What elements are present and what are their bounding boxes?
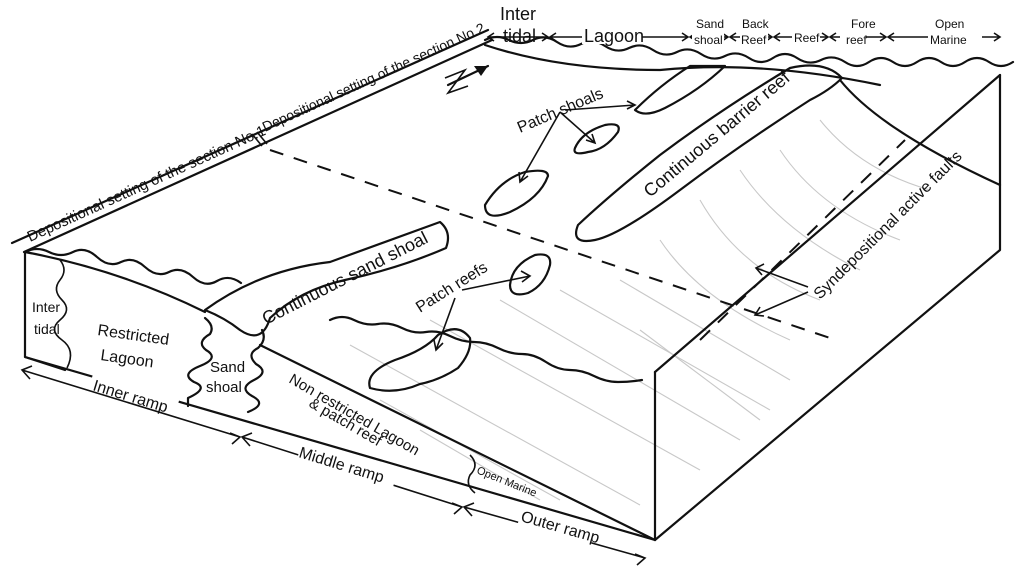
- continuous-barrier-reef-label: Continuous barrier reef: [640, 67, 795, 201]
- svg-text:Inter: Inter: [500, 4, 536, 24]
- zone-fore-reef: Fore reef: [840, 17, 876, 47]
- continuous-sand-shoal: [203, 220, 450, 337]
- patch-reef: [368, 328, 472, 392]
- top-zone-bar: Inter tidal Lagoon Sand shoal Back Reef …: [486, 4, 1002, 47]
- patch-shoal: [483, 169, 550, 217]
- svg-text:shoal: shoal: [206, 379, 242, 396]
- svg-text:tidal: tidal: [503, 26, 536, 46]
- patch-shoals-label: Patch shoals: [515, 85, 606, 136]
- svg-text:Middle ramp: Middle ramp: [297, 445, 386, 487]
- ramp-inner: Inner ramp: [88, 368, 181, 416]
- sea-surface: [23, 35, 1015, 384]
- section-bands: Depositional setting of the section No.1…: [10, 19, 494, 254]
- patch-shoal: [633, 64, 727, 115]
- svg-text:Reef: Reef: [741, 33, 767, 47]
- zone-sand-shoal: Sand shoal: [692, 17, 724, 47]
- section-1-label: Depositional setting of the section No.1: [25, 122, 269, 245]
- front-face-labels: Inter tidal Restricted Lagoon Sand shoal…: [32, 299, 538, 500]
- zone-back-reef: Back Reef: [740, 17, 770, 47]
- facies-boundaries: [53, 259, 476, 494]
- north-arrow-icon: [444, 64, 490, 95]
- svg-text:Reef: Reef: [794, 31, 820, 45]
- contour-lines: [349, 119, 931, 506]
- zone-reef: Reef: [792, 30, 820, 45]
- svg-text:Sand: Sand: [696, 17, 724, 31]
- continuous-barrier-reef: [574, 64, 844, 243]
- block-outline: [23, 73, 1002, 542]
- svg-text:Marine: Marine: [930, 33, 967, 47]
- fault-lines: [269, 139, 906, 341]
- zone-lagoon: Lagoon: [582, 26, 644, 46]
- sand-shoals: [203, 64, 727, 337]
- leader-arrows: [433, 100, 809, 352]
- intertidal-label: Inter: [32, 299, 60, 315]
- patch-shoal: [573, 123, 620, 155]
- continuous-sand-shoal-label: Continuous sand shoal: [259, 228, 431, 329]
- ramp-middle: Middle ramp: [297, 440, 399, 489]
- sand-shoal-label: Sand: [210, 359, 245, 376]
- svg-text:Lagoon: Lagoon: [584, 26, 644, 46]
- zone-open-marine: Open Marine: [928, 17, 982, 47]
- ramp-outer: Outer ramp: [516, 508, 602, 549]
- svg-text:Lagoon: Lagoon: [99, 347, 154, 371]
- zone-intertidal: Inter tidal: [500, 4, 536, 46]
- svg-text:shoal: shoal: [694, 33, 723, 47]
- restricted-lagoon-label: Restricted: [96, 322, 170, 349]
- svg-text:reef: reef: [846, 33, 867, 47]
- svg-text:Fore: Fore: [851, 17, 876, 31]
- reef-bodies: [368, 64, 844, 392]
- svg-text:tidal: tidal: [34, 321, 60, 337]
- svg-text:Outer ramp: Outer ramp: [519, 509, 602, 548]
- section-2-label: Depositional setting of the section No.2: [260, 19, 488, 134]
- svg-text:Back: Back: [742, 17, 770, 31]
- svg-text:Open: Open: [935, 17, 964, 31]
- patch-reef: [508, 253, 552, 296]
